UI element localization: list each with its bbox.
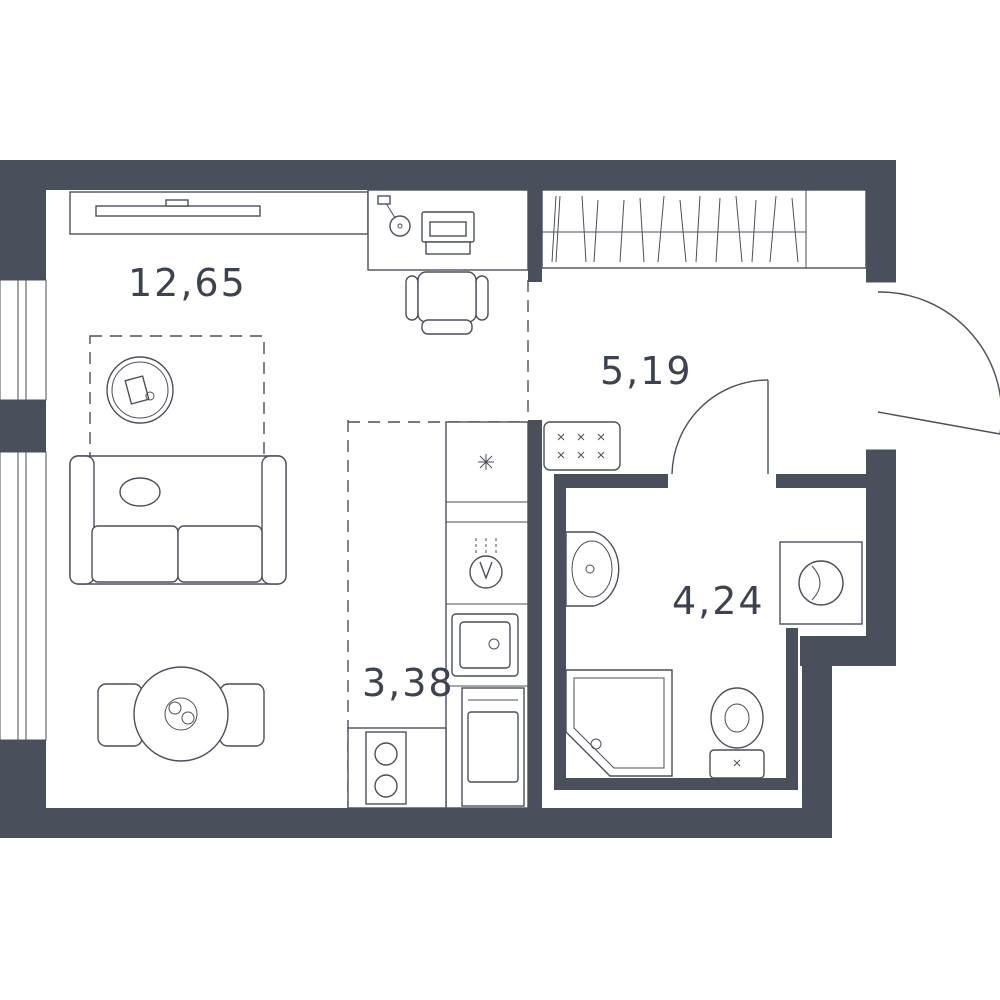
dining-table — [97, 666, 265, 762]
living-room-area: 12,65 — [128, 261, 247, 305]
shower-tray — [565, 669, 673, 777]
stove — [347, 727, 447, 809]
snowflake-icon — [478, 454, 494, 470]
coffee-table — [106, 356, 174, 424]
bathroom-area: 4,24 — [672, 579, 765, 623]
entrance-door — [866, 281, 1000, 451]
window-lower — [0, 451, 47, 741]
wardrobe — [541, 189, 867, 269]
hood-icon — [469, 538, 503, 589]
kitchen-area: 3,38 — [362, 661, 455, 705]
office-chair — [405, 271, 489, 335]
shoe-cabinet — [543, 421, 621, 471]
sink-icon — [451, 613, 519, 677]
oven — [461, 687, 525, 807]
washing-machine — [779, 541, 863, 625]
toilet-icon — [709, 687, 765, 779]
sofa — [69, 455, 287, 585]
walls — [0, 160, 896, 838]
washbasin — [565, 531, 620, 607]
hallway-area: 5,19 — [600, 349, 693, 393]
laptop-icon — [421, 211, 475, 255]
window-upper — [0, 279, 47, 401]
tv-stand — [69, 191, 369, 235]
bathroom-door — [671, 379, 769, 475]
